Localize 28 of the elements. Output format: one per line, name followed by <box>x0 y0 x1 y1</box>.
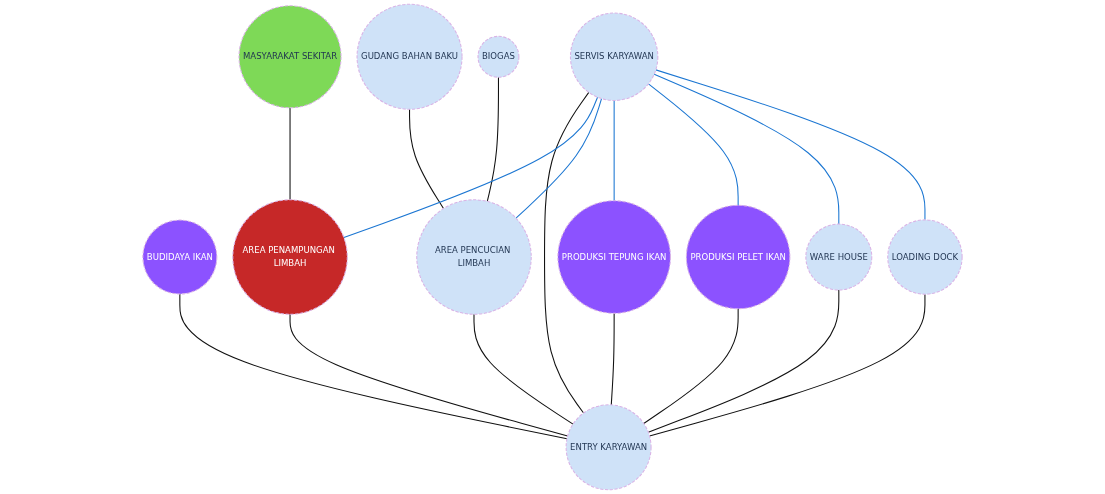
node-circle: BUDIDAYA IKAN <box>142 219 218 295</box>
connector <box>613 99 615 202</box>
connector <box>343 96 599 239</box>
connector <box>409 108 445 210</box>
node-circle: SERVIS KARYAWAN <box>569 12 659 101</box>
connector <box>515 98 603 219</box>
node-circle: MASYARAKAT SEKITAR <box>238 5 342 109</box>
connector <box>655 69 926 221</box>
node-circle: AREA PENCUCIAN LIMBAH <box>416 199 532 315</box>
node-circle: WARE HOUSE <box>805 223 873 291</box>
node-circle: BIOGAS <box>477 35 520 78</box>
connector <box>486 76 499 202</box>
node-circle: PRODUKSI PELET IKAN <box>685 204 791 310</box>
connector <box>649 293 926 437</box>
connector <box>653 73 840 225</box>
connector <box>544 91 590 414</box>
connector <box>179 293 568 440</box>
connector <box>473 313 574 425</box>
connector <box>647 289 840 433</box>
connector <box>610 312 615 406</box>
node-circle: PRODUKSI TEPUNG IKAN <box>557 200 671 314</box>
node-circle: LOADING DOCK <box>887 219 963 295</box>
connector <box>289 313 569 437</box>
node-circle: AREA PENAMPUNGAN LIMBAH <box>232 199 348 315</box>
connector <box>643 308 739 424</box>
connector <box>647 83 739 206</box>
node-circle: GUDANG BAHAN BAKU <box>356 3 463 110</box>
node-circle: ENTRY KARYAWAN <box>565 404 652 491</box>
